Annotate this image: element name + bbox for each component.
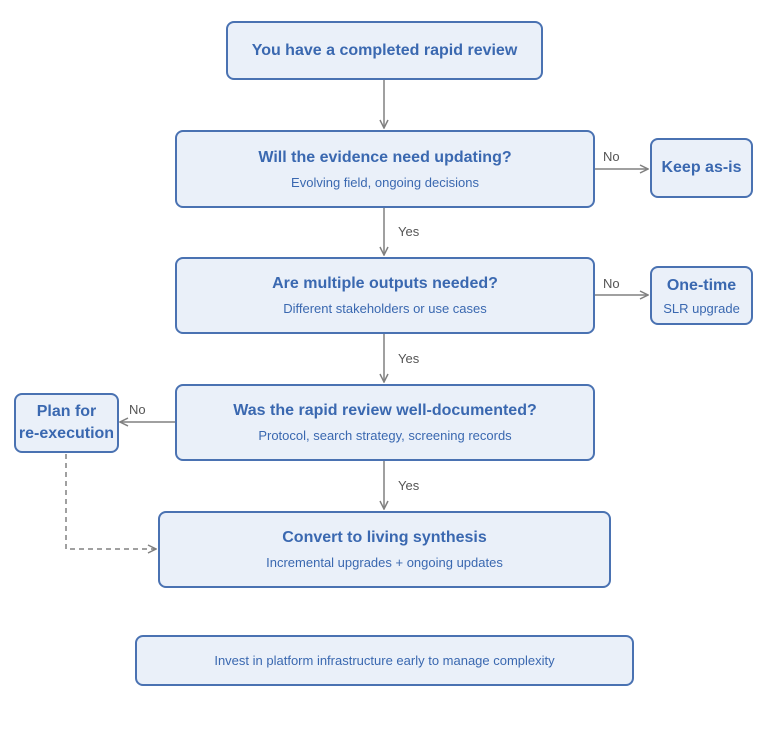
- keep-as-is-node: Keep as-is: [650, 138, 753, 198]
- note-text: Invest in platform infrastructure early …: [214, 653, 555, 668]
- onetime-title: One-time: [666, 276, 737, 294]
- q1-title: Will the evidence need updating?: [258, 148, 512, 166]
- q3-title: Was the rapid review well-documented?: [233, 402, 537, 419]
- plan-title-line1: Plan for: [36, 403, 97, 420]
- plan-re-execution-node: Plan for re-execution: [14, 393, 119, 453]
- plan-title-line2: re-execution: [18, 425, 115, 442]
- label-q2-no: No: [603, 276, 620, 291]
- question-evidence-updating: Will the evidence need updating? Evolvin…: [175, 130, 595, 208]
- question-well-documented: Was the rapid review well-documented? Pr…: [175, 384, 595, 461]
- label-q1-yes: Yes: [398, 224, 420, 239]
- one-time-node: One-time SLR upgrade: [650, 266, 753, 325]
- label-q3-yes: Yes: [398, 478, 420, 493]
- onetime-subtitle: SLR upgrade: [663, 300, 740, 316]
- q2-title: Are multiple outputs needed?: [272, 275, 498, 292]
- arrow-plan-to-convert: [65, 454, 156, 549]
- q2-subtitle: Different stakeholders or use cases: [283, 301, 487, 316]
- convert-subtitle: Incremental upgrades + ongoing updates: [266, 555, 503, 570]
- infrastructure-note: Invest in platform infrastructure early …: [135, 635, 634, 686]
- label-q1-no: No: [603, 149, 620, 164]
- convert-living-synthesis-node: Convert to living synthesis Incremental …: [158, 511, 611, 588]
- label-q2-yes: Yes: [398, 351, 420, 366]
- q1-subtitle: Evolving field, ongoing decisions: [291, 174, 479, 190]
- label-q3-no: No: [129, 402, 146, 417]
- start-title: You have a completed rapid review: [251, 41, 518, 59]
- start-node: You have a completed rapid review: [226, 21, 543, 80]
- keep-title: Keep as-is: [661, 159, 742, 176]
- q3-subtitle: Protocol, search strategy, screening rec…: [258, 428, 512, 443]
- question-multiple-outputs: Are multiple outputs needed? Different s…: [175, 257, 595, 334]
- convert-title: Convert to living synthesis: [282, 529, 487, 546]
